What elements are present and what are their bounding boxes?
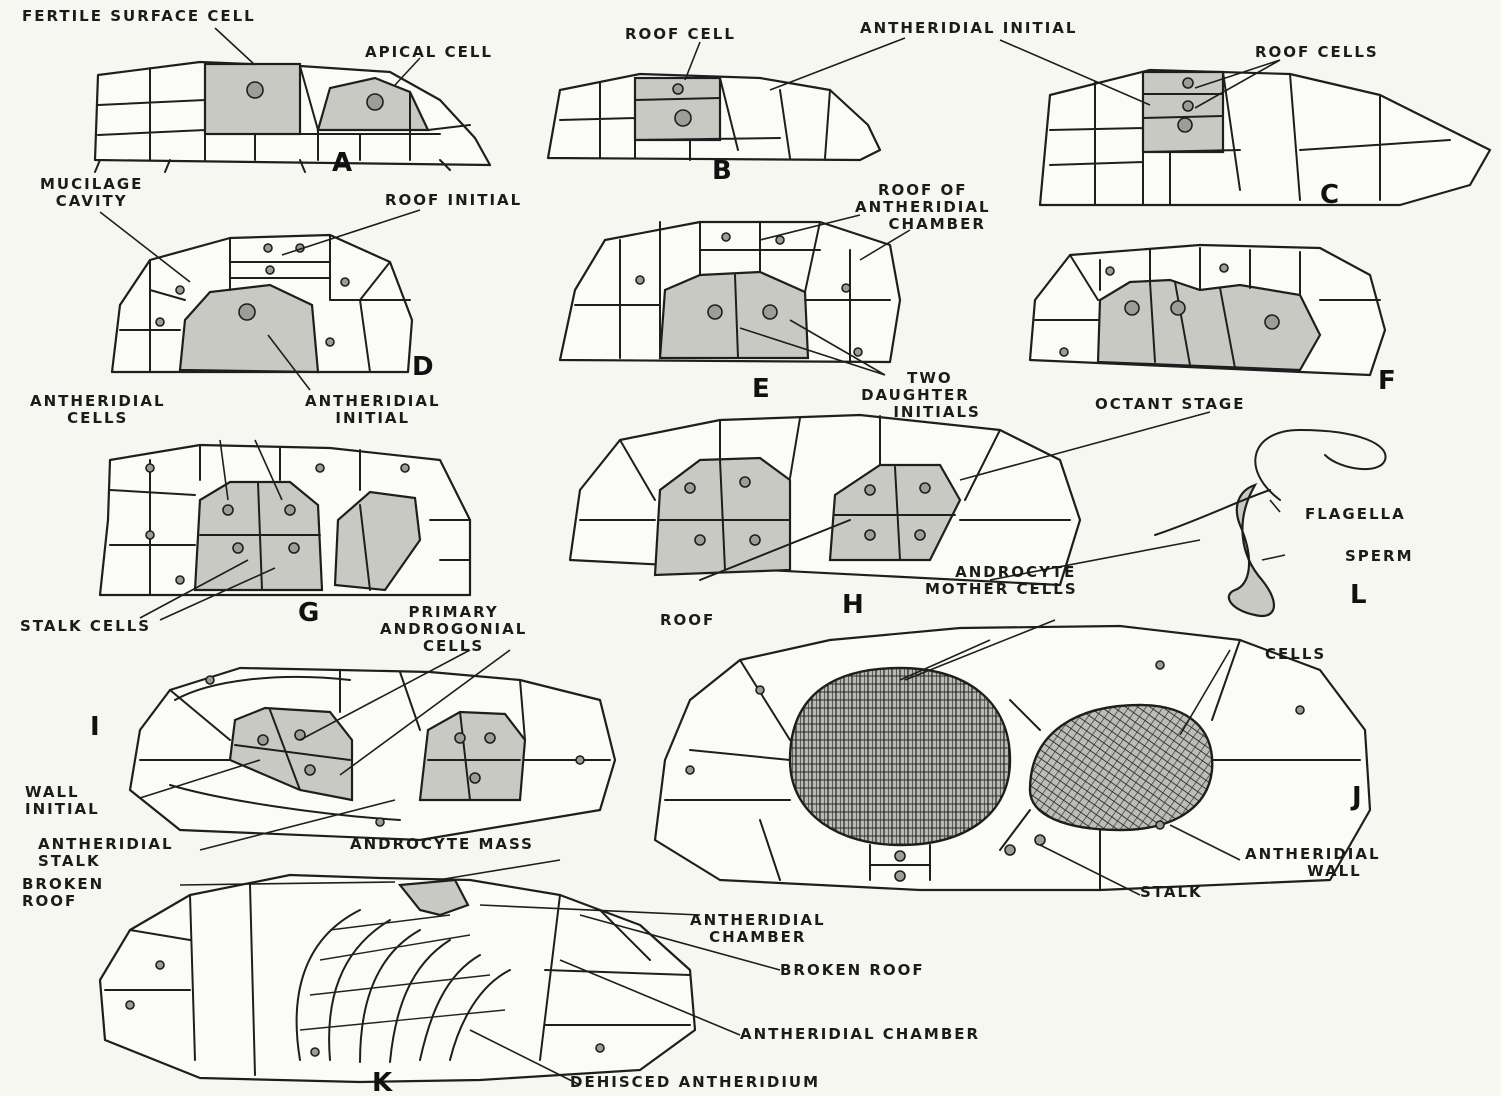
label-roof-initial: ROOF INITIAL <box>385 192 522 209</box>
label-antheridial-initial-top: ANTHERIDIAL INITIAL <box>860 20 1077 37</box>
stage-e-drawing <box>560 222 900 362</box>
label-sperm: SPERM <box>1345 548 1414 565</box>
label-flagella: FLAGELLA <box>1305 506 1406 523</box>
figure-letter-g: G <box>298 598 319 628</box>
label-octant-stage: OCTANT STAGE <box>1095 396 1245 413</box>
figure-letter-j: J <box>1352 782 1362 812</box>
figure-letter-b: B <box>712 156 732 186</box>
label-roof-j: ROOF <box>660 612 715 629</box>
figure-letter-a: A <box>332 148 352 178</box>
stage-b-drawing <box>548 74 880 160</box>
label-stalk-cells: STALK CELLS <box>20 618 151 635</box>
figure-letter-i: I <box>90 712 100 742</box>
label-dehisced-antheridium: DEHISCED ANTHERIDIUM <box>570 1074 820 1091</box>
stage-g-drawing <box>100 445 470 595</box>
stage-h-drawing <box>570 415 1080 585</box>
label-roof-cells: ROOF CELLS <box>1255 44 1379 61</box>
label-stalk-j: STALK <box>1140 884 1203 901</box>
figure-letter-h: H <box>842 590 864 620</box>
stage-i-drawing <box>130 668 615 840</box>
label-cells-j: CELLS <box>1265 646 1326 663</box>
label-fertile-surface-cell: FERTILE SURFACE CELL <box>22 8 256 25</box>
figure-letter-e: E <box>752 374 770 404</box>
figure-letter-l: L <box>1350 580 1367 610</box>
label-androcyte-mass: ANDROCYTE MASS <box>350 836 534 853</box>
stage-a-drawing <box>95 62 490 172</box>
label-broken-roof-right: BROKEN ROOF <box>780 962 925 979</box>
label-roof-cell: ROOF CELL <box>625 26 736 43</box>
figure-letter-c: C <box>1320 180 1339 210</box>
label-apical-cell: APICAL CELL <box>365 44 493 61</box>
figure-letter-f: F <box>1378 366 1396 396</box>
label-antheridial-wall: ANTHERIDIAL WALL <box>1245 846 1381 880</box>
stage-c-drawing <box>1040 70 1490 205</box>
figure-letter-k: K <box>372 1068 392 1096</box>
label-antheridial-chamber-k2: ANTHERIDIAL CHAMBER <box>740 1026 980 1043</box>
stage-f-drawing <box>1030 245 1385 375</box>
figure-letter-d: D <box>412 352 434 382</box>
